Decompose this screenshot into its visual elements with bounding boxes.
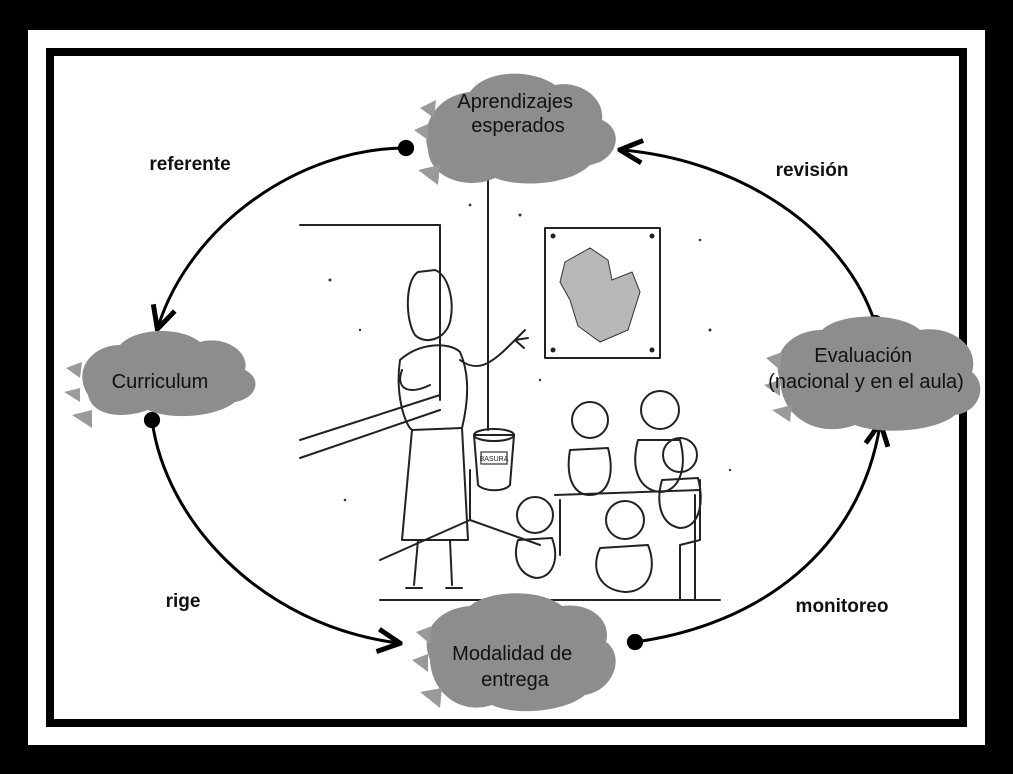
country-map [559,247,641,343]
edge-rige-label: rige [166,591,201,612]
svg-text:Aprendizajes esperados: Aprendizajes esperados [457,91,578,137]
node-curriculum-label: Curriculum [112,371,209,393]
node-modalidad-line1: Modalidad de [452,643,572,665]
node-evaluacion-line1: Evaluación [814,345,912,367]
node-curriculum: Curriculum [64,331,256,428]
map-pin [550,233,556,239]
edge-rige-arrow [152,420,398,643]
edge-revision-label: revisión [776,160,849,181]
map-pin [550,347,556,353]
trash-bucket: BASURA [473,428,515,492]
node-evaluacion: Evaluación (nacional y en el aula) [764,316,981,431]
svg-text:Modalidad de entrega: Modalidad de entrega [452,643,578,691]
student-head [640,390,680,430]
edge-referente-arrow [158,148,406,327]
map-pin [649,233,655,239]
classroom-illustration: BASURA [299,179,732,601]
chair [679,479,701,601]
node-modalidad-de-entrega: Modalidad de entrega [412,593,616,712]
svg-text:Evaluación (nacional y: Evaluación (nacional y en el aula) [768,345,964,393]
sketch-specks [328,203,732,502]
student-head [571,401,609,439]
edge-monitoreo-label: monitoreo [796,596,889,617]
student-head [516,496,554,534]
teacher-figure [397,269,529,589]
node-aprendizajes-line1: Aprendizajes [457,91,573,113]
bucket-label: BASURA [480,456,509,463]
desk [554,489,701,601]
chalkboard-edge [299,224,441,401]
node-aprendizajes-line2: esperados [471,115,564,137]
map-pin [649,347,655,353]
edge-referente-label: referente [149,154,230,175]
students-group [515,390,702,601]
node-evaluacion-line2: (nacional y en el aula) [768,371,964,393]
node-modalidad-line2: entrega [481,669,550,691]
floor-corner [379,469,541,561]
student-head [605,500,645,540]
edge-monitoreo-arrow [635,425,880,642]
edge-revision-arrow [622,150,875,323]
node-aprendizajes-esperados: Aprendizajes esperados [414,73,616,185]
